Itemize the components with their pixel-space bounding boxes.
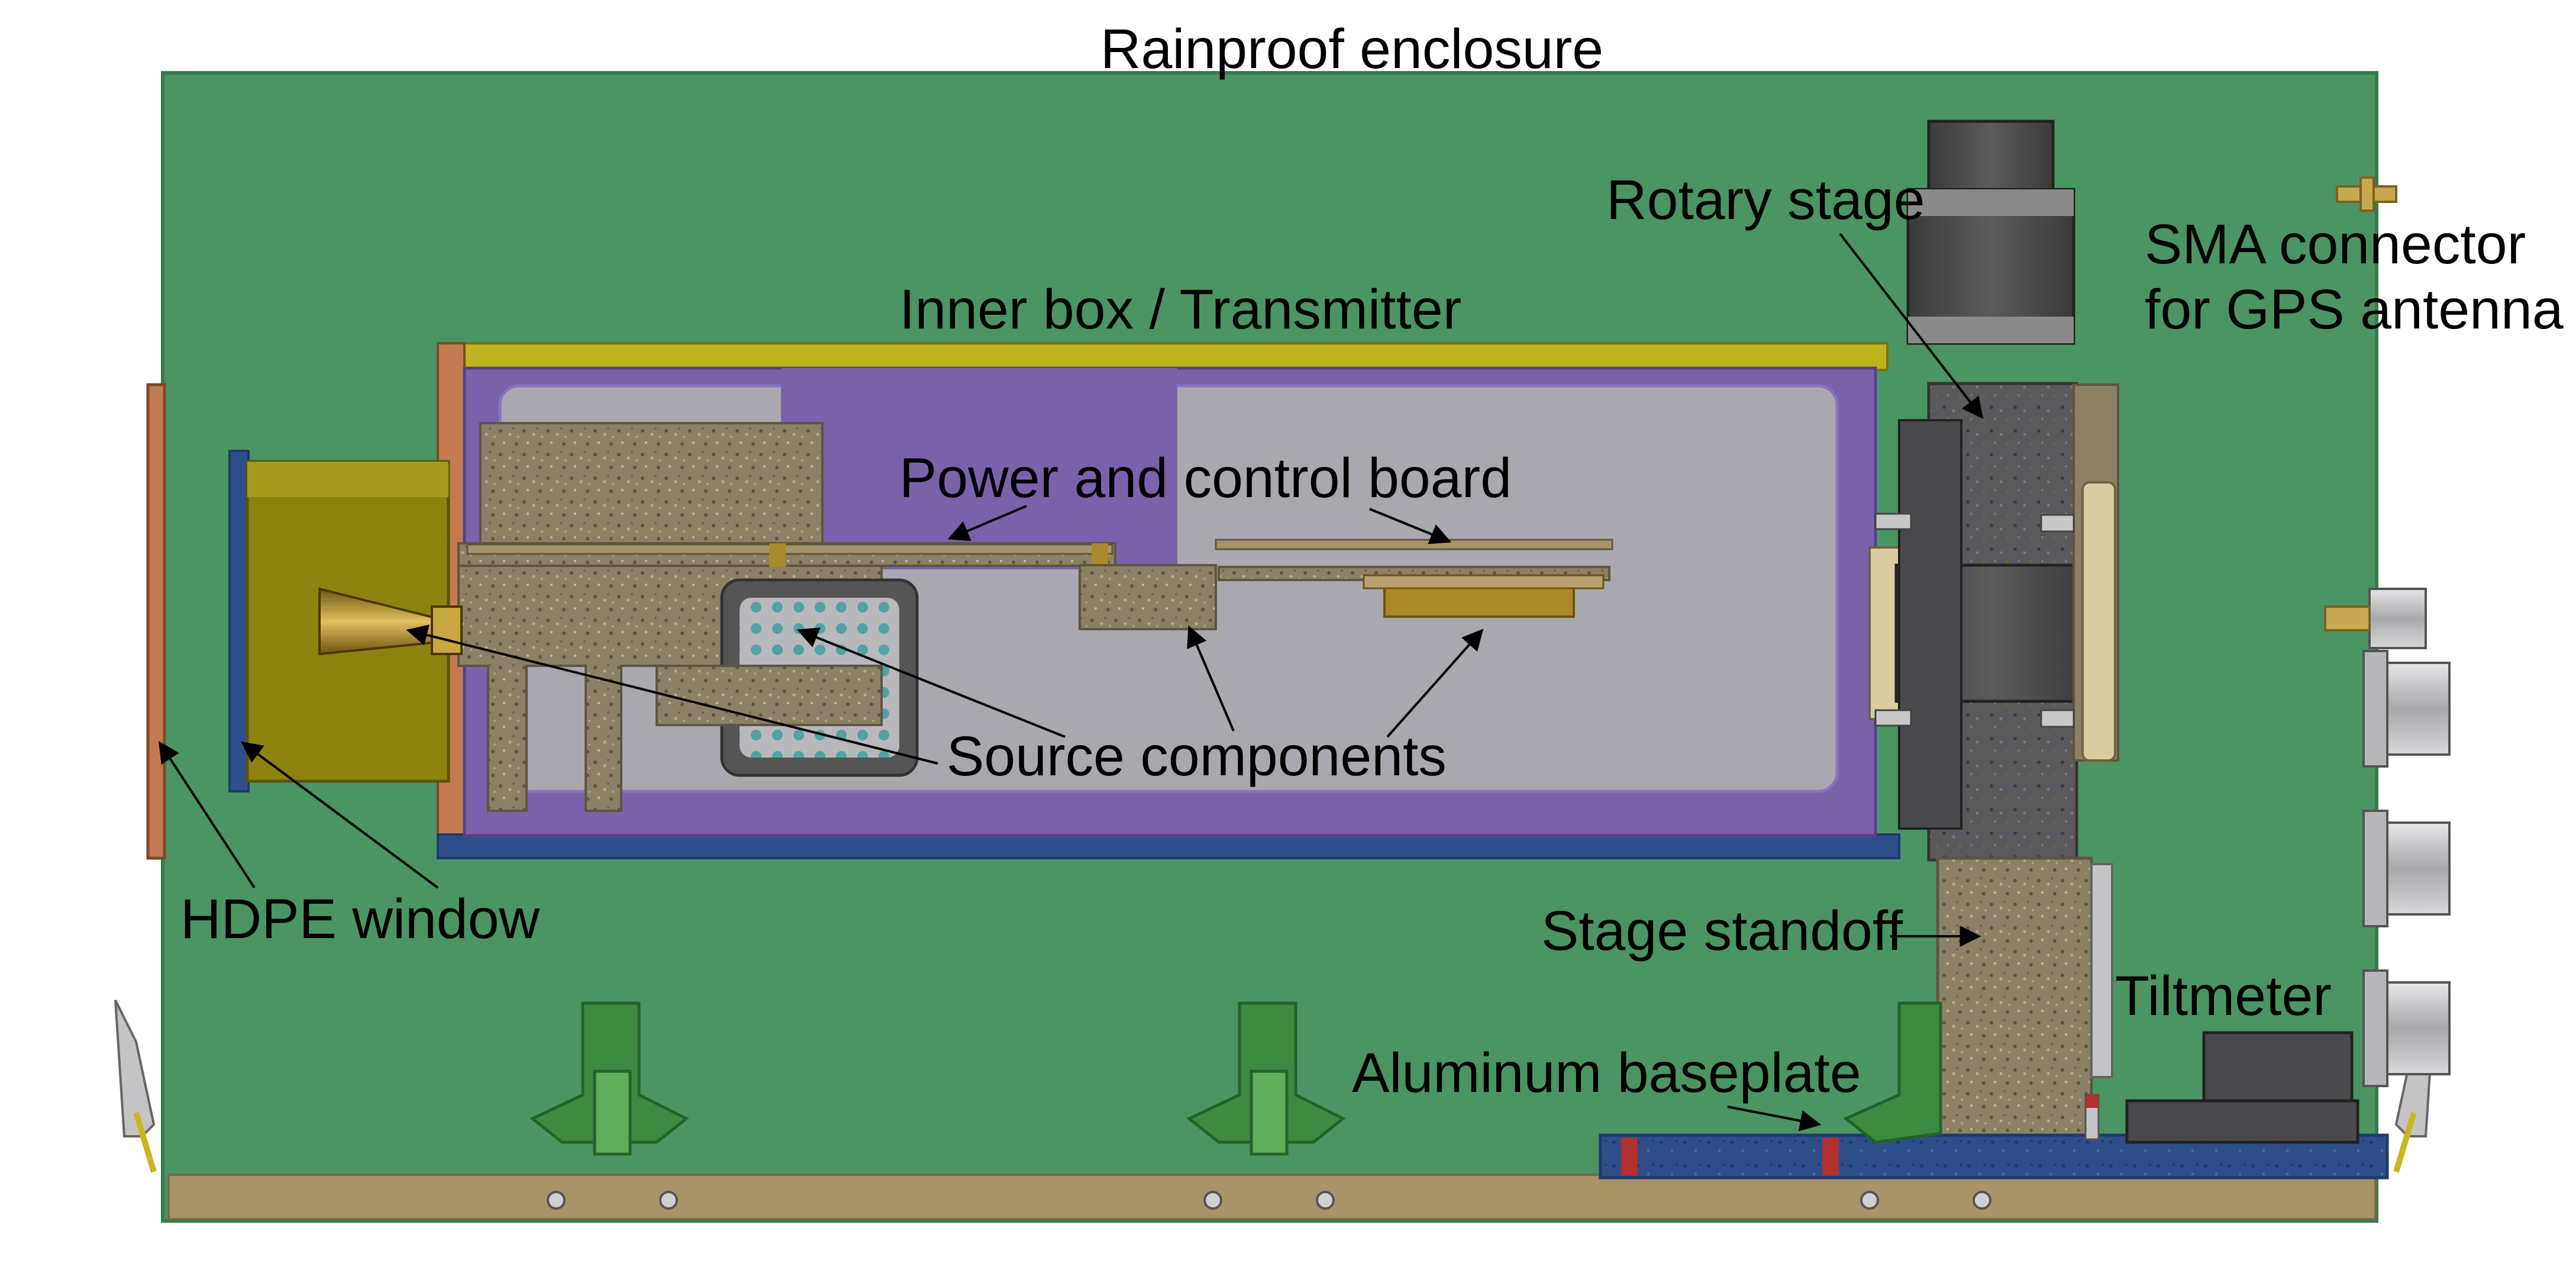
label-sma-connector-line1: SMA connector [2145,213,2526,276]
inner-box-bottom-plate [437,833,1900,859]
arrow-power-board-left [947,505,1027,541]
foam-overlap [656,665,883,726]
arrow-power-board-right [1369,508,1452,544]
arrow-hdpe-lens [241,741,439,889]
rotary-stage-bearing-disc [2081,481,2116,762]
foam-block-upper [479,422,824,552]
arrow-source-foam [796,627,1066,738]
source-module-plate [1363,574,1605,589]
arrow-source-module [1386,629,1484,738]
source-bracket-mid [1079,564,1217,630]
label-sma-connector-line2: for GPS antenna [2145,278,2564,341]
annotation-arrows [159,233,1984,1132]
label-tiltmeter: Tiltmeter [2115,965,2332,1027]
arrow-hdpe-outer [159,740,256,889]
stage-standoff-bracket [2090,863,2113,1078]
arrow-rotary-stage [1839,233,1984,419]
arrow-baseplate [1727,1106,1822,1132]
latch-left [114,1000,157,1173]
source-module-gold [1383,585,1575,618]
baseplate-red-mark-2 [1822,1138,1839,1175]
label-inner-box: Inner box / Transmitter [899,278,1461,341]
label-source-components: Source components [947,725,1447,788]
mount-bracket-middle [1186,1001,1346,1156]
label-power-board: Power and control board [899,447,1512,510]
rotary-stage-bolts [1874,513,2075,728]
power-board-left [466,543,1113,555]
baseplate-red-mark-1 [1621,1138,1638,1175]
board-spacer-1 [769,543,786,567]
panel-connector-3 [2362,810,2451,927]
arrow-source-horn [406,624,938,765]
panel-connector-1 [2324,588,2427,649]
panel-connector-4 [2362,969,2451,1087]
label-rainproof-enclosure: Rainproof enclosure [1100,18,1603,80]
tiltmeter-base [2125,1099,2359,1144]
arrow-source-bracket [1187,625,1235,732]
rotary-stage-motor-band-1 [1908,189,2074,216]
label-aluminum-baseplate: Aluminum baseplate [1352,1042,1861,1104]
rotary-stage-motor-top [1927,120,2055,200]
stage-standoff [1936,856,2093,1138]
power-board-right [1215,539,1613,550]
feed-horn-flange [431,605,463,655]
label-rotary-stage: Rotary stage [1606,169,1925,231]
rotary-stage-flange [1898,419,1962,830]
sma-connector [2336,176,2397,212]
baseplate-post-red [2086,1095,2099,1108]
hdpe-window-lens-frame [228,450,250,792]
mount-bracket-right [1843,1001,1942,1144]
inner-box-top-plate [454,342,1889,371]
rotary-stage-motor-band-2 [1908,317,2074,343]
panel-connector-2 [2362,650,2451,768]
label-hdpe-window: HDPE window [180,888,540,950]
enclosure-bottom-rail [167,1174,2377,1220]
inner-box-purple-panel [781,368,1177,569]
label-stage-standoff: Stage standoff [1541,900,1903,962]
board-spacer-2 [1092,543,1108,567]
hdpe-window-lens-highlight [247,462,448,497]
mount-bracket-left [530,1001,689,1156]
hdpe-window-outer [146,383,166,860]
rail-bolts [547,1191,1991,1210]
